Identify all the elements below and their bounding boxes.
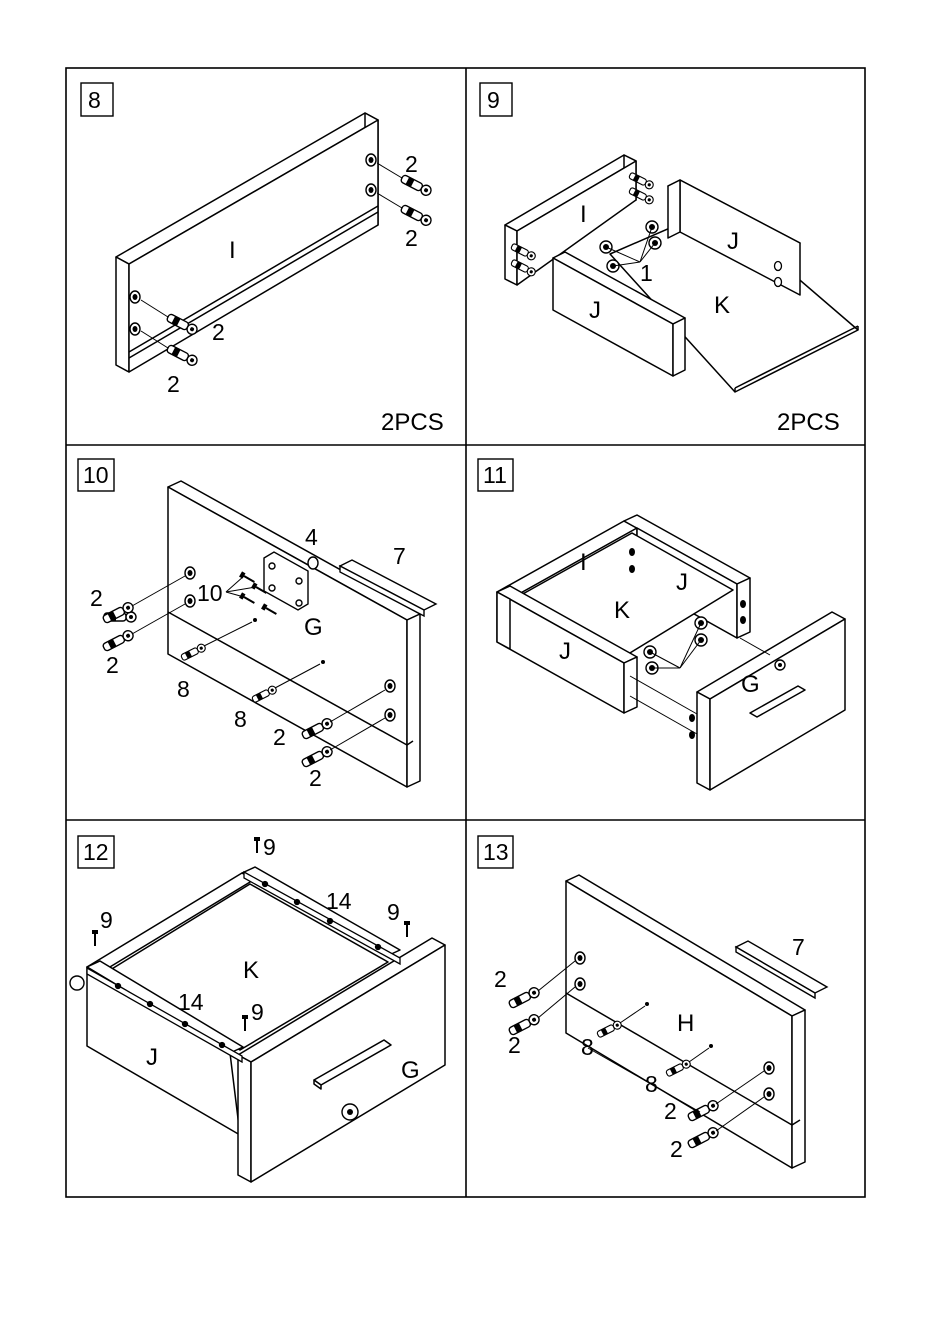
quantity-callout: 1	[640, 260, 653, 286]
part-label-g: G	[304, 614, 323, 641]
part-label-h: H	[677, 1010, 694, 1037]
step-number: 8	[88, 87, 101, 113]
part-label-j: J	[727, 228, 739, 255]
quantity-callout: 9	[251, 999, 264, 1025]
step-number: 10	[83, 462, 109, 488]
step-11-panel: 11	[478, 459, 845, 790]
pieces-note: 2PCS	[381, 409, 444, 436]
pieces-note: 2PCS	[777, 409, 840, 436]
quantity-callout: 2	[90, 585, 103, 611]
front-panel-g	[697, 612, 845, 790]
step-8-panel: 8 I 2 2 2 2 2PCS	[81, 83, 444, 436]
quantity-callout: 2	[664, 1098, 677, 1124]
part-label-g: G	[401, 1057, 420, 1084]
part-label-j: J	[676, 569, 688, 596]
quantity-callout: 2	[670, 1136, 683, 1162]
step-number: 9	[487, 87, 500, 113]
quantity-callout: 9	[263, 834, 276, 860]
part-label-j: J	[589, 297, 601, 324]
quantity-callout: 2	[494, 966, 507, 992]
part-label-i: I	[580, 201, 587, 228]
quantity-callout: 2	[309, 765, 322, 791]
quantity-callout: 2	[273, 724, 286, 750]
step-12-panel: 12	[70, 834, 445, 1182]
step-13-panel: 13	[478, 836, 827, 1168]
part-label-j: J	[559, 638, 571, 665]
quantity-callout: 10	[197, 580, 223, 606]
quantity-callout: 2	[508, 1032, 521, 1058]
step-10-panel: 10	[78, 459, 436, 791]
quantity-callout: 2	[405, 151, 418, 177]
quantity-callout: 14	[326, 888, 352, 914]
quantity-callout: 8	[234, 706, 247, 732]
part-label-k: K	[614, 597, 630, 624]
quantity-callout: 8	[581, 1034, 594, 1060]
panel-g-drawing	[168, 481, 420, 787]
quantity-callout: 2	[106, 652, 119, 678]
part-label-i: I	[229, 237, 236, 264]
step-number: 12	[83, 839, 109, 865]
quantity-callout: 7	[393, 543, 406, 569]
quantity-callout: 14	[178, 989, 204, 1015]
step-9-panel: 9	[480, 83, 858, 436]
part-label-i: I	[580, 549, 587, 576]
quantity-callout: 2	[212, 319, 225, 345]
quantity-callout: 9	[387, 899, 400, 925]
panel-i-drawing	[116, 113, 378, 372]
quantity-callout: 8	[177, 676, 190, 702]
quantity-callout: 8	[645, 1071, 658, 1097]
quantity-callout: 2	[167, 371, 180, 397]
quantity-callout: 7	[792, 934, 805, 960]
quantity-callout: 4	[305, 524, 318, 550]
step-number: 11	[483, 462, 507, 488]
part-label-k: K	[714, 292, 730, 319]
part-label-g: G	[741, 671, 760, 698]
part-label-k: K	[243, 957, 259, 984]
part-label-j: J	[146, 1044, 158, 1071]
step-number: 13	[483, 839, 509, 865]
quantity-callout: 9	[100, 907, 113, 933]
quantity-callout: 2	[405, 225, 418, 251]
